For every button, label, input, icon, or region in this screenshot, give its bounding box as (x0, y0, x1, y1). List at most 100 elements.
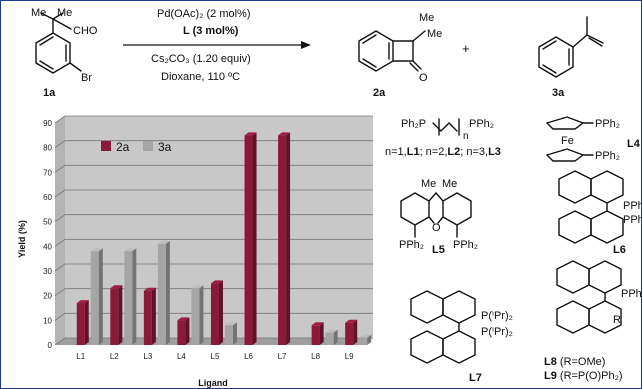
gridline (54, 263, 373, 272)
y-tick-label: 60 (43, 193, 52, 202)
reaction-arrow-head (301, 41, 311, 49)
l4-pph2-bottom: PPh₂ (595, 150, 620, 162)
chart-x-ticks: L1 L2 L3 L4 L5 L6 L7 L8 L9 (76, 352, 354, 361)
bar-2a-L6 (244, 132, 257, 345)
reaction-scheme: Me Me CHO Br 1a Pd(OAc)₂ (2 mol%) L (3 m… (31, 7, 604, 99)
product-me-2: Me (427, 28, 442, 40)
y-tick-label: 30 (43, 267, 52, 276)
legend-label-3a: 3a (158, 140, 172, 154)
l9-caption: L9 (R=P(O)Ph₂) (544, 370, 623, 382)
x-tick-label: L7 (278, 352, 287, 361)
l6-pph-bottom: PPh (623, 214, 641, 226)
ligand-structures: Ph₂P n PPh₂ n=1,L1; n=2,L2; n=3,L3 PPh₂ … (385, 116, 641, 384)
bar-2a-L9 (345, 319, 358, 345)
x-tick-label: L4 (177, 352, 186, 361)
bar-2a-L5 (210, 280, 223, 345)
condition-ligand: L (3 mol%) (183, 25, 239, 37)
product-o: O (419, 72, 428, 84)
x-tick-label: L1 (76, 352, 85, 361)
chart-side-wall (55, 116, 65, 345)
condition-solvent: Dioxane, 110 ºC (161, 71, 240, 83)
l4-label: L4 (627, 138, 641, 150)
y-tick-label: 90 (43, 119, 52, 128)
reactant-me-1: Me (31, 7, 46, 19)
gridline (54, 115, 373, 124)
gridline (54, 164, 373, 173)
reactant-1a-structure (35, 12, 82, 74)
gridline (54, 140, 373, 148)
l5-structure (400, 192, 472, 238)
l123-left-phosphine: Ph₂P (401, 118, 426, 130)
x-tick-label: L3 (143, 352, 152, 361)
l123-caption: n=1,L1; n=2,L2; n=3,L3 (385, 146, 501, 158)
bar-3a-L9 (359, 334, 372, 345)
l6-pph-top: PPh (623, 200, 641, 212)
bar-3a-L3 (157, 240, 170, 345)
x-tick-label: L5 (211, 352, 220, 361)
bar-2a-L8 (311, 322, 324, 345)
l4-pph2-top: PPh₂ (595, 118, 620, 130)
bar-3a-L1 (90, 248, 103, 345)
l5-pph2-right: PPh₂ (453, 239, 478, 251)
chart-gridlines (54, 115, 373, 346)
l7-p-top: P(ⁱPr)₂ (481, 310, 513, 322)
l123-chain (432, 122, 458, 132)
gridline (54, 337, 373, 346)
x-tick-label: L2 (110, 352, 119, 361)
l5-pph2-left: PPh₂ (399, 239, 424, 251)
l123-n: n (463, 131, 469, 142)
gridline (54, 189, 373, 198)
l5-me-1: Me (421, 178, 436, 190)
y-tick-label: 10 (43, 316, 52, 325)
l5-me-2: Me (442, 178, 457, 190)
chart-bars (76, 132, 372, 345)
y-tick-label: 80 (43, 144, 52, 153)
bar-2a-L4 (177, 317, 190, 345)
y-tick-label: 40 (43, 242, 52, 251)
l4-fe: Fe (561, 135, 574, 147)
x-tick-label: L9 (345, 352, 354, 361)
condition-catalyst: Pd(OAc)₂ (2 mol%) (157, 8, 251, 20)
l6-structure (558, 170, 624, 244)
y-axis-label: Yield (%) (17, 220, 27, 258)
legend-swatch-2a (101, 141, 111, 151)
x-tick-label: L8 (311, 352, 320, 361)
bar-3a-L8 (325, 329, 338, 345)
reactant-me-2: Me (57, 7, 72, 19)
l89-pph: PPh (621, 288, 641, 300)
y-tick-label: 70 (43, 168, 52, 177)
byproduct-3a-structure (538, 16, 604, 78)
product-label: 2a (373, 87, 386, 99)
l8-caption: L8 (R=OMe) (544, 356, 605, 368)
product-2a-structure (358, 30, 426, 72)
gridline (54, 238, 373, 247)
l7-structure (410, 290, 476, 364)
reactant-label: 1a (43, 87, 56, 99)
product-me-1: Me (419, 12, 434, 24)
y-tick-label: 20 (43, 292, 52, 301)
bar-2a-L7 (278, 132, 291, 345)
gridline (54, 312, 373, 321)
reactant-cho: CHO (73, 25, 98, 37)
l6-label: L6 (613, 244, 626, 256)
bar-2a-L2 (110, 285, 123, 345)
bar-2a-L1 (76, 300, 89, 345)
y-tick-label: 50 (43, 218, 52, 227)
bar-chart: 0 10 20 30 40 50 60 70 80 90 L1 L2 L3 L4 L5 L6 L7 L8 L9 Y… (17, 115, 373, 388)
bar-3a-L5 (224, 322, 237, 345)
l89-structure (556, 260, 622, 334)
bar-3a-L2 (124, 248, 137, 345)
byproduct-label: 3a (552, 87, 565, 99)
bar-3a-L4 (191, 285, 204, 345)
legend-label-2a: 2a (116, 140, 130, 154)
y-tick-label: 0 (48, 341, 53, 350)
l7-label: L7 (469, 372, 482, 384)
chart-y-ticks: 0 10 20 30 40 50 60 70 80 90 (43, 119, 52, 350)
x-tick-label: L6 (244, 352, 253, 361)
scheme-plus: + (462, 41, 470, 56)
l89-r: R (613, 314, 621, 326)
l5-label: L5 (432, 244, 445, 256)
gridline (54, 214, 373, 222)
